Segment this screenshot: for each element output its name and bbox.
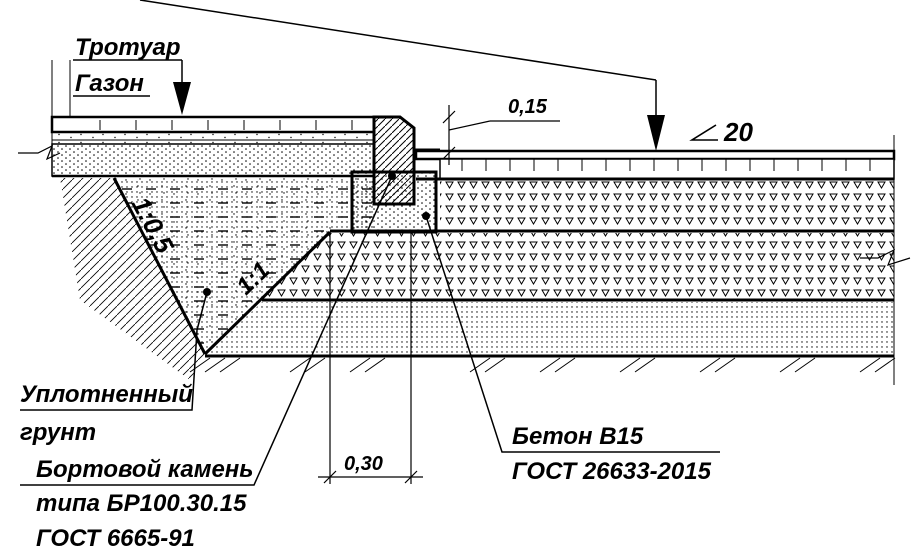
- label-cross-slope: 20: [723, 117, 753, 147]
- label-curb-3: ГОСТ 6665-91: [36, 525, 195, 552]
- label-concrete-2: ГОСТ 26633-2015: [512, 458, 712, 485]
- slope-angle-icon: [689, 124, 718, 141]
- label-curb-2: типа БР100.30.15: [36, 490, 247, 517]
- ground-hatching: [189, 357, 896, 373]
- label-curb-1: Бортовой камень: [36, 456, 254, 483]
- sidewalk-layers: [18, 60, 376, 178]
- dim-step-value: 0,15: [508, 96, 548, 118]
- road-layers: [205, 135, 911, 385]
- leaders: [20, 0, 720, 486]
- dim-width: [318, 232, 423, 484]
- label-lawn: Газон: [75, 70, 144, 97]
- dim-width-value: 0,30: [344, 453, 383, 475]
- dim-step: [442, 105, 560, 165]
- label-sidewalk: Тротуар: [75, 34, 180, 61]
- label-concrete-1: Бетон В15: [512, 423, 644, 450]
- label-compacted-1: Уплотненный: [20, 381, 193, 408]
- trench: [60, 177, 374, 380]
- label-compacted-2: грунт: [20, 419, 96, 446]
